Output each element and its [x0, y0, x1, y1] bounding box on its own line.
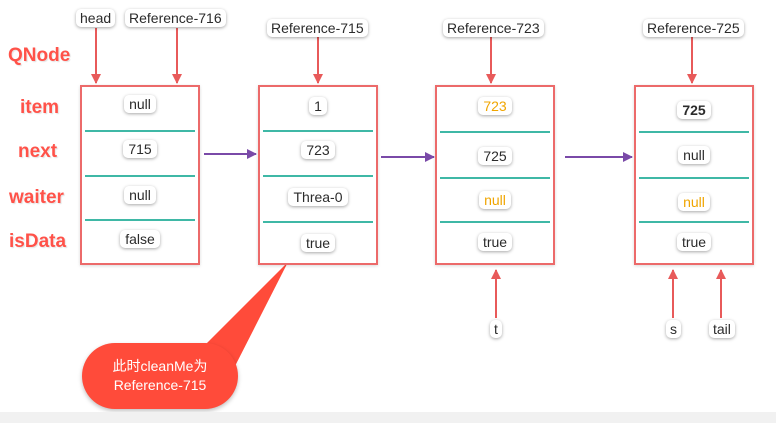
cell-divider — [85, 219, 195, 221]
s-pointer-label: s — [666, 320, 681, 338]
cell-divider — [263, 175, 373, 177]
field-label-item: item — [20, 97, 60, 118]
head-pointer-label: head — [76, 9, 116, 27]
field-label-next: next — [18, 141, 58, 162]
reference-716-label: Reference-716 — [125, 9, 226, 27]
node-next-value: 723 — [301, 141, 335, 159]
reference-715-label: Reference-715 — [267, 19, 368, 37]
bottom-strip — [0, 412, 776, 423]
cell-divider — [639, 221, 749, 223]
reference-723-label: Reference-723 — [443, 19, 544, 37]
cell-divider — [440, 131, 550, 133]
cell-divider — [639, 177, 749, 179]
qnode-box-reference-716: null 715 null false — [80, 85, 200, 265]
node-isdata-value: false — [120, 230, 160, 248]
cell-divider — [263, 221, 373, 223]
tail-pointer-label: tail — [709, 320, 735, 338]
callout-tail — [200, 262, 288, 372]
node-item-value: 725 — [677, 101, 711, 119]
cell-divider — [639, 131, 749, 133]
cell-divider — [440, 221, 550, 223]
node-item-value: null — [124, 95, 156, 113]
node-item-value: 723 — [478, 97, 512, 115]
node-next-value: 715 — [123, 140, 157, 158]
qnode-box-reference-725: 725 null null true — [634, 85, 754, 265]
cleanme-callout-bubble: 此时cleanMe为 Reference-715 — [82, 343, 238, 409]
field-label-isdata: isData — [9, 231, 67, 252]
node-isdata-value: true — [676, 233, 712, 251]
cell-divider — [85, 130, 195, 132]
cell-divider — [440, 177, 550, 179]
t-pointer-label: t — [490, 320, 502, 338]
qnode-box-reference-715: 1 723 Threa-0 true — [258, 85, 378, 265]
qnode-box-reference-723: 723 725 null true — [435, 85, 555, 265]
node-next-value: 725 — [478, 147, 512, 165]
field-label-waiter: waiter — [9, 187, 64, 208]
node-waiter-value: Threa-0 — [288, 188, 348, 206]
cell-divider — [85, 175, 195, 177]
qnode-type-label: QNode — [8, 45, 71, 66]
cell-divider — [263, 130, 373, 132]
callout-line-2: Reference-715 — [113, 377, 207, 393]
node-waiter-value: null — [678, 193, 710, 211]
node-waiter-value: null — [124, 186, 156, 204]
node-waiter-value: null — [479, 191, 511, 209]
callout-line-1: 此时cleanMe为 — [112, 358, 208, 374]
reference-725-label: Reference-725 — [643, 19, 744, 37]
node-next-value: null — [678, 146, 710, 164]
node-item-value: 1 — [309, 97, 327, 115]
node-isdata-value: true — [300, 234, 336, 252]
node-isdata-value: true — [477, 233, 513, 251]
